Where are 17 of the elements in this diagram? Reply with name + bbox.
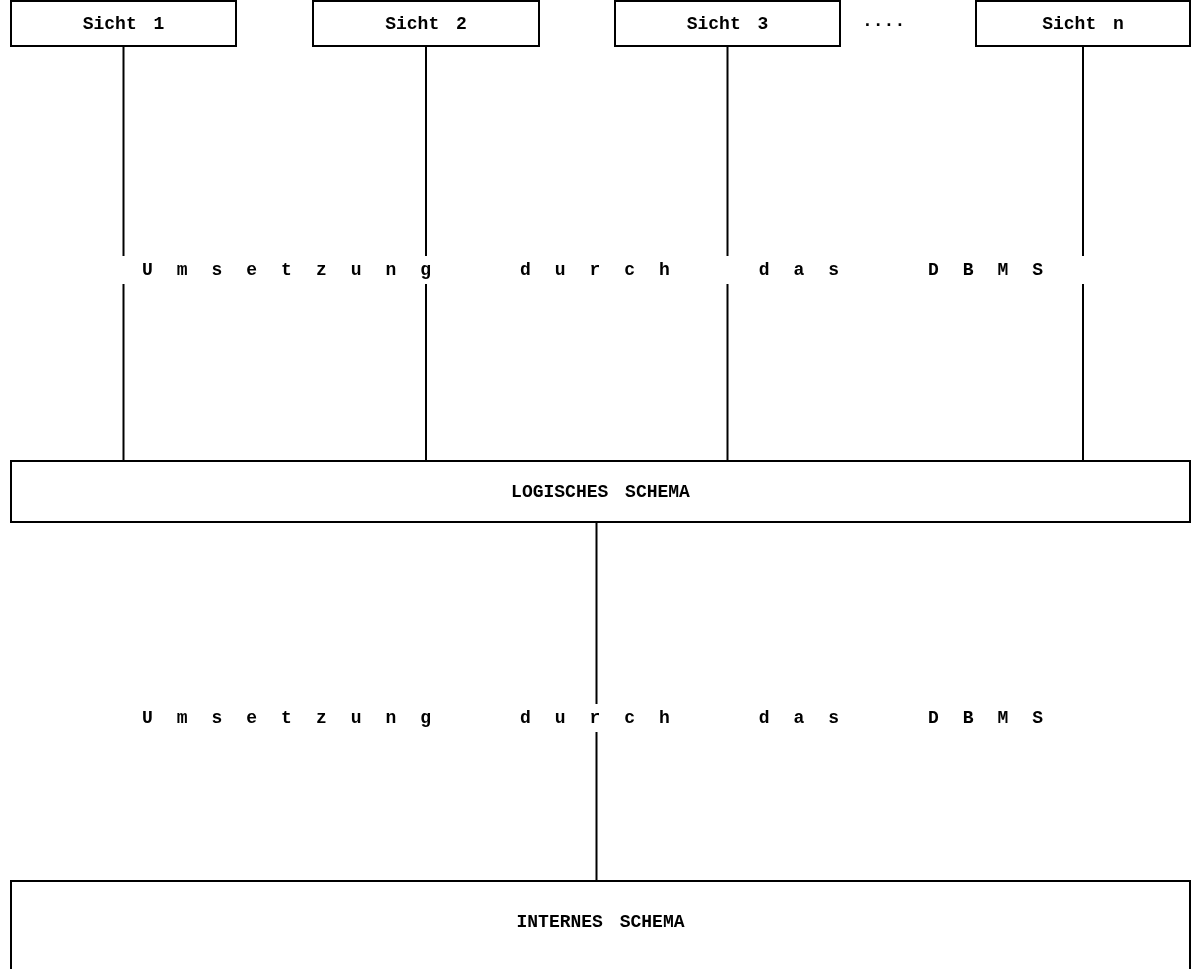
connector-line bbox=[425, 46, 427, 461]
node-label: LOGISCHES SCHEMA bbox=[511, 481, 690, 502]
schema-box bbox=[10, 460, 1191, 523]
connector-line bbox=[726, 46, 729, 461]
view-box bbox=[975, 0, 1191, 47]
view-box bbox=[10, 0, 237, 47]
node-label: Sicht 3 bbox=[686, 13, 769, 34]
node-label: INTERNES SCHEMA bbox=[516, 912, 685, 932]
node-label: Sicht 1 bbox=[82, 13, 165, 34]
connector-line bbox=[122, 46, 125, 461]
connector-line bbox=[595, 522, 598, 881]
view-box bbox=[614, 0, 841, 47]
node-label: Sicht 2 bbox=[385, 13, 467, 34]
schema-box bbox=[10, 880, 1191, 969]
node-label: Sicht n bbox=[1042, 13, 1124, 34]
view-box bbox=[312, 0, 540, 47]
connector-line bbox=[1082, 46, 1084, 461]
